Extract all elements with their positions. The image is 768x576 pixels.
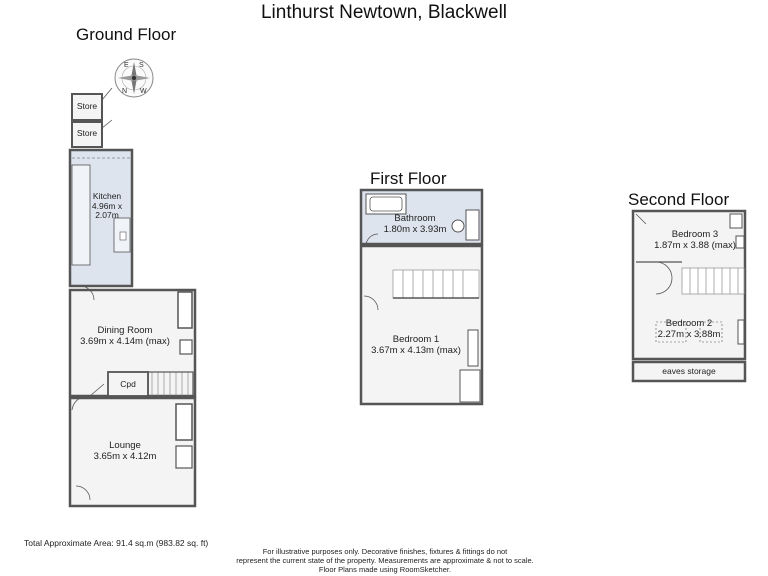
plan-title: Linthurst Newtown, Blackwell	[260, 2, 508, 23]
compass-e-label: E	[124, 62, 129, 69]
lounge-label: Lounge 3.65m x 4.12m	[70, 440, 180, 462]
kitchen-name: Kitchen	[92, 191, 122, 201]
bedroom2-dims: 2.27m x 3.88m	[657, 329, 721, 340]
first-floor-plan	[359, 188, 484, 406]
bathroom-name: Bathroom	[394, 213, 436, 224]
store-label-top: Store	[76, 101, 98, 111]
bedroom3-label: Bedroom 3 1.87m x 3.88 (max)	[640, 229, 750, 251]
bedroom1-label: Bedroom 1 3.67m x 4.13m (max)	[361, 334, 471, 356]
bedroom1-name: Bedroom 1	[392, 334, 440, 345]
compass-n-label: N	[122, 88, 128, 95]
dining-room-label: Dining Room 3.69m x 4.14m (max)	[70, 325, 180, 347]
compass-w-label: W	[140, 88, 147, 95]
disclaimer-line-2: represent the current state of the prope…	[236, 556, 534, 565]
disclaimer-line-3: Floor Plans made using RoomSketcher.	[318, 565, 452, 574]
dining-room-dims: 3.69m x 4.14m (max)	[80, 336, 170, 347]
eaves-storage-label: eaves storage	[662, 366, 716, 376]
bathroom-label: Bathroom 1.80m x 3.93m	[380, 213, 450, 235]
ground-floor-plan	[68, 87, 197, 508]
bedroom3-name: Bedroom 3	[671, 229, 719, 240]
second-floor-plan	[631, 209, 747, 383]
bedroom2-name: Bedroom 2	[665, 318, 713, 329]
compass-s-label: S	[139, 62, 144, 69]
total-area: Total Approximate Area: 91.4 sq.m (983.8…	[24, 538, 209, 548]
compass-icon	[114, 58, 154, 98]
lounge-dims: 3.65m x 4.12m	[93, 451, 157, 462]
kitchen-label: Kitchen 4.96m x 2.07m	[86, 191, 128, 221]
kitchen-dims-2: 2.07m	[95, 210, 119, 220]
first-floor-title: First Floor	[370, 169, 447, 188]
bathroom-dims: 1.80m x 3.93m	[383, 224, 447, 235]
cupboard-label: Cpd	[120, 379, 136, 389]
kitchen-dims-1: 4.96m x	[91, 200, 123, 211]
disclaimer: For illustrative purposes only. Decorati…	[220, 547, 550, 574]
second-floor-title: Second Floor	[628, 190, 730, 209]
dining-room-name: Dining Room	[97, 325, 153, 336]
bedroom2-label: Bedroom 2 2.27m x 3.88m	[633, 318, 745, 340]
bedroom1-dims: 3.67m x 4.13m (max)	[371, 345, 461, 356]
bedroom3-dims: 1.87m x 3.88 (max)	[654, 240, 736, 251]
lounge-name: Lounge	[109, 440, 141, 451]
store-label-bottom: Store	[76, 128, 98, 138]
disclaimer-line-1: For illustrative purposes only. Decorati…	[262, 547, 508, 556]
ground-floor-title: Ground Floor	[76, 25, 177, 44]
